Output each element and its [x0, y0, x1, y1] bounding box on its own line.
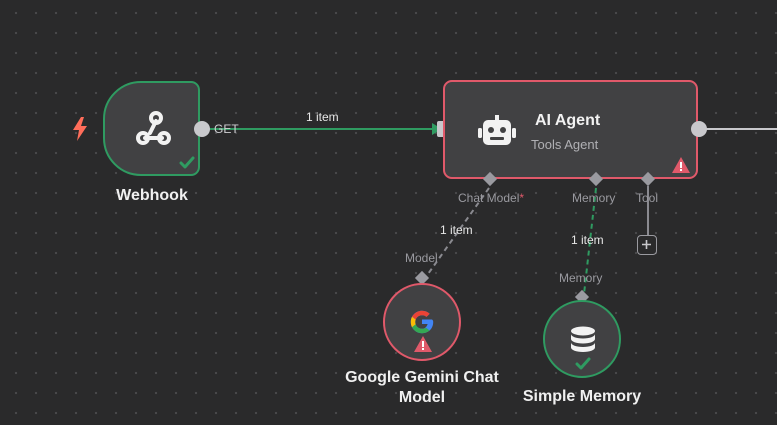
chat-model-port-label: Chat Model* — [458, 191, 524, 205]
webhook-output-port[interactable] — [194, 121, 210, 137]
check-icon — [575, 357, 591, 370]
warning-icon — [672, 157, 690, 173]
gemini-label-line1: Google Gemini Chat — [345, 369, 499, 386]
chat-model-text: Chat Model — [458, 191, 520, 205]
gemini-label-line2: Model — [398, 389, 446, 406]
webhook-label: Webhook — [116, 187, 188, 204]
webhook-node[interactable] — [103, 81, 200, 176]
webhook-output-label: GET — [214, 122, 239, 136]
database-icon — [571, 326, 595, 352]
agent-title: AI Agent — [535, 112, 601, 129]
google-g-icon — [410, 310, 434, 334]
tool-port-label: Tool — [636, 191, 659, 205]
lightning-icon — [73, 117, 87, 141]
webhook-icon — [136, 111, 171, 145]
memory-port-label: Memory — [572, 191, 616, 205]
add-tool-button[interactable] — [637, 235, 657, 255]
gemini-port-label: Model — [405, 251, 438, 265]
google-gemini-node[interactable] — [383, 283, 461, 361]
memory-node-port-label: Memory — [559, 271, 603, 285]
check-icon — [179, 156, 195, 169]
simple-memory-label: Simple Memory — [522, 388, 642, 405]
agent-input-port[interactable] — [437, 121, 446, 137]
ai-agent-node[interactable]: AI Agent Tools Agent — [443, 80, 698, 179]
warning-icon — [414, 336, 432, 352]
robot-icon — [478, 115, 516, 145]
edge-label-memory-agent: 1 item — [571, 233, 604, 247]
simple-memory-node[interactable] — [543, 300, 621, 378]
edge-label-webhook-agent: 1 item — [306, 110, 339, 124]
edge-label-gemini-agent: 1 item — [440, 223, 473, 237]
plus-icon — [642, 240, 651, 249]
gemini-label: Google Gemini Chat Model — [330, 368, 514, 408]
agent-subtitle: Tools Agent — [531, 137, 599, 152]
required-mark: * — [519, 191, 525, 205]
agent-output-port[interactable] — [691, 121, 707, 137]
